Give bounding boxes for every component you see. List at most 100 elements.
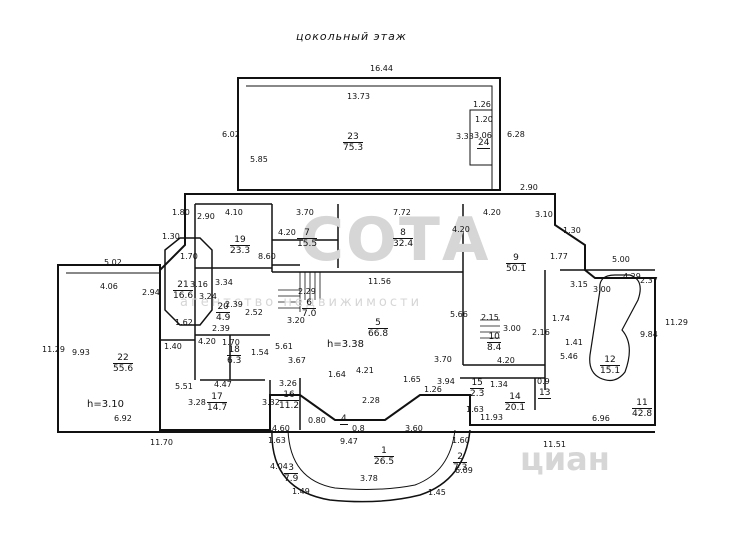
dim: 3.15 xyxy=(570,280,588,289)
dim: 4.20 xyxy=(198,337,216,346)
dim: 3.10 xyxy=(535,210,553,219)
wall-room-21 xyxy=(164,237,213,326)
dim: 4.20 xyxy=(278,228,296,237)
dim: 4.29 xyxy=(623,272,641,281)
dim: 3.28 xyxy=(188,398,206,407)
dim: 1.63 xyxy=(466,405,484,414)
dim: 8.60 xyxy=(258,252,276,261)
dim: 3.24 xyxy=(199,292,217,301)
dim: 2.90 xyxy=(197,212,215,221)
dim: 1.62 xyxy=(175,318,193,327)
room-24: 24 xyxy=(477,138,491,149)
dim: 2.94 xyxy=(142,288,160,297)
dim: 1.49 xyxy=(292,487,310,496)
dim: 3.00 xyxy=(593,285,611,294)
dim: 4.20 xyxy=(497,356,515,365)
wall-room-12-pool xyxy=(589,274,641,382)
dim: 2.39 xyxy=(225,300,243,309)
dim: 2.37 xyxy=(640,276,658,285)
dim: 2.52 xyxy=(245,308,263,317)
dim: 1.40 xyxy=(164,342,182,351)
dim: 11.56 xyxy=(368,277,391,286)
dim: 3.00 xyxy=(503,324,521,333)
dim: 0.8 xyxy=(352,424,365,433)
dim: 3.94 xyxy=(437,377,455,386)
ceiling-height-22: h=3.10 xyxy=(87,399,124,410)
dim: 2.15 xyxy=(481,313,499,322)
dim: 11.51 xyxy=(543,440,566,449)
watermark-brand: циан xyxy=(520,440,610,478)
dim: 3.32 xyxy=(262,398,280,407)
dim: 5.00 xyxy=(612,255,630,264)
dim: 4.60 xyxy=(272,424,290,433)
dim: 1.65 xyxy=(403,375,421,384)
room-4: 4 xyxy=(340,414,348,425)
dim: 1.26 xyxy=(473,100,491,109)
dim: 3.16 xyxy=(190,280,208,289)
dim: 3.70 xyxy=(434,355,452,364)
wall-internal xyxy=(160,203,655,430)
room-13: 13 xyxy=(538,388,552,399)
dim: 5.66 xyxy=(450,310,468,319)
dim: 5.46 xyxy=(560,352,578,361)
dim: 11.70 xyxy=(150,438,173,447)
ceiling-height-main: h=3.38 xyxy=(327,339,364,350)
dim: 4.10 xyxy=(225,208,243,217)
watermark-slogan: агентство недвижимости xyxy=(180,295,423,310)
dim: 3.06 xyxy=(474,131,492,140)
dim: 3.70 xyxy=(296,208,314,217)
dim: 4.20 xyxy=(483,208,501,217)
dim: 9.93 xyxy=(72,348,90,357)
wall-middle-block xyxy=(159,193,656,431)
dim: 1.20 xyxy=(475,115,493,124)
dim: 5.61 xyxy=(275,342,293,351)
dim: 1.74 xyxy=(552,314,570,323)
dim: 1.45 xyxy=(428,488,446,497)
dim: 1.60 xyxy=(452,436,470,445)
dim: 4.20 xyxy=(452,225,470,234)
dim: 1.63 xyxy=(268,436,286,445)
dim: 9.84 xyxy=(640,330,658,339)
dim: 6.92 xyxy=(114,414,132,423)
dim: 11.29 xyxy=(42,345,65,354)
dim: 11.29 xyxy=(665,318,688,327)
wall-bay-inner xyxy=(287,429,456,490)
dim: 5.51 xyxy=(175,382,193,391)
wall-room-23 xyxy=(237,77,501,191)
dim: 2.16 xyxy=(532,328,550,337)
dim: 13.73 xyxy=(347,92,370,101)
dim: 6.96 xyxy=(592,414,610,423)
dim: 4.06 xyxy=(100,282,118,291)
floor-title: цокольный этаж xyxy=(296,30,407,43)
dim: 4.04 xyxy=(270,462,288,471)
dim: 2.39 xyxy=(212,324,230,333)
dim: 6.09 xyxy=(455,466,473,475)
dim: 1.80 xyxy=(172,208,190,217)
dim: 16.44 xyxy=(370,64,393,73)
watermark-logo: СОТА xyxy=(300,205,491,275)
dim: 1.30 xyxy=(162,232,180,241)
dim: 1.70 xyxy=(222,338,240,347)
dim: 1.70 xyxy=(180,252,198,261)
dim: 7.72 xyxy=(393,208,411,217)
dim: 6.28 xyxy=(507,130,525,139)
dim: 9.47 xyxy=(340,437,358,446)
dim: 3.34 xyxy=(215,278,233,287)
